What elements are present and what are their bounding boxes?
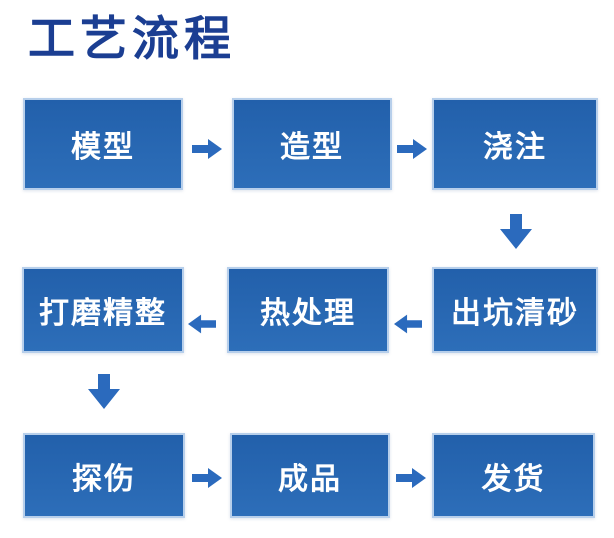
arrow-left-icon-2	[394, 314, 422, 334]
flow-step-finished-product: 成品	[230, 433, 390, 518]
step-label: 探伤	[72, 462, 136, 496]
arrow-right-icon-2	[397, 139, 427, 159]
flow-step-flaw-detection: 探伤	[23, 433, 185, 518]
arrow-left-glyph	[188, 314, 216, 334]
step-label: 热处理	[260, 297, 356, 330]
flow-step-model: 模型	[23, 98, 183, 190]
arrow-down-glyph	[88, 374, 120, 409]
arrow-right-glyph	[397, 139, 427, 159]
flow-step-grinding-finishing: 打磨精整	[22, 267, 184, 353]
arrow-right-icon-4	[396, 468, 426, 488]
step-label: 成品	[278, 462, 342, 496]
arrow-down-glyph	[500, 214, 532, 249]
step-label: 发货	[481, 462, 546, 496]
arrow-down-icon-2	[88, 374, 120, 409]
step-label: 模型	[71, 131, 135, 164]
arrow-right-glyph	[396, 468, 426, 488]
arrow-right-glyph	[192, 139, 222, 159]
arrow-left-glyph	[394, 314, 422, 334]
arrow-down-icon-1	[500, 214, 532, 249]
flow-step-shipping: 发货	[432, 433, 595, 518]
arrow-right-icon-1	[192, 139, 222, 159]
arrow-right-glyph	[192, 468, 222, 488]
step-label: 造型	[280, 131, 344, 164]
step-label: 浇注	[483, 131, 547, 164]
flow-step-molding: 造型	[232, 98, 392, 190]
flow-step-pouring: 浇注	[432, 98, 598, 190]
flow-step-heat-treatment: 热处理	[227, 267, 389, 353]
arrow-left-icon-1	[188, 314, 216, 334]
step-label: 出坑清砂	[451, 297, 579, 330]
arrow-right-icon-3	[192, 468, 222, 488]
flow-step-pit-sand-cleaning: 出坑清砂	[432, 267, 598, 353]
step-label: 打磨精整	[39, 297, 167, 330]
page-title: 工艺流程	[28, 12, 236, 65]
